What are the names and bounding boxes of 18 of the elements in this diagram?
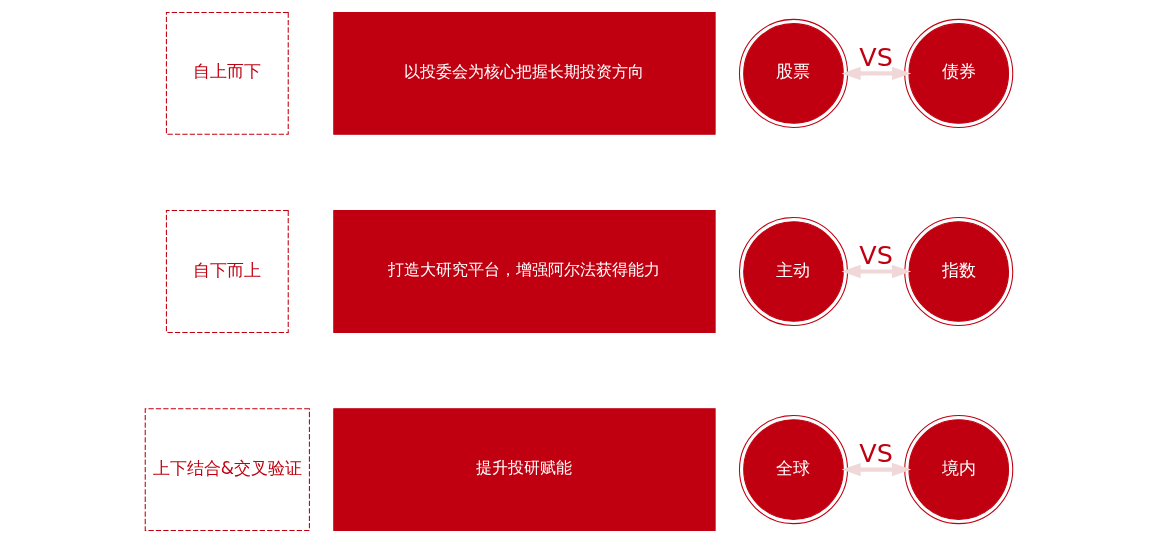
- edge-label: VS: [858, 42, 893, 73]
- edge-label: VS: [858, 240, 893, 271]
- node-box: 打造大研究平台，增强阿尔法获得能力: [332, 210, 716, 333]
- arrow: [841, 66, 911, 81]
- node-circle: 股票: [738, 18, 848, 128]
- arrow: [841, 264, 911, 279]
- node-box: 自下而上: [165, 210, 289, 333]
- node-circle: 全球: [738, 415, 848, 525]
- node-box: 以投委会为核心把握长期投资方向: [332, 12, 716, 135]
- node-box: 自上而下: [165, 12, 289, 135]
- node-circle: 指数: [903, 216, 1013, 327]
- node-circle: 境内: [903, 415, 1013, 525]
- node-box: 上下结合&交叉验证: [144, 408, 310, 531]
- node-box: 提升投研赋能: [332, 408, 716, 531]
- arrow: [841, 462, 911, 477]
- edge-label: VS: [858, 438, 893, 469]
- node-circle: 债券: [903, 18, 1013, 128]
- node-circle: 主动: [738, 216, 848, 327]
